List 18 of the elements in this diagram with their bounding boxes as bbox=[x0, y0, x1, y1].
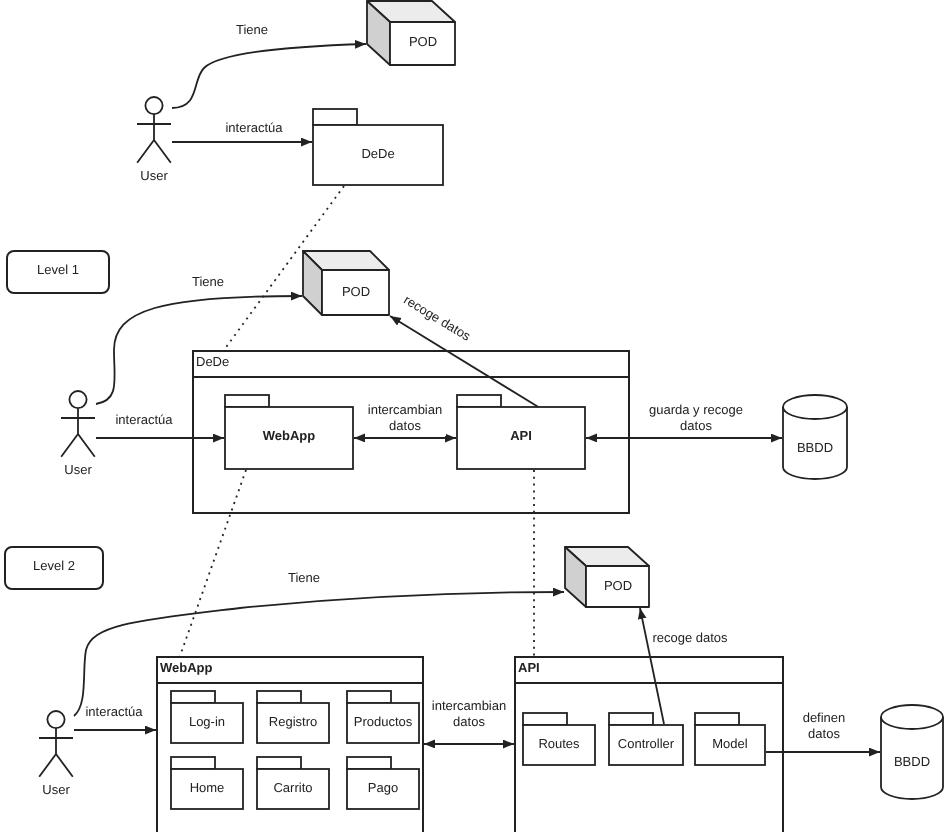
dotted-line bbox=[179, 469, 247, 657]
curved-arrow bbox=[73, 587, 565, 717]
dotted-line bbox=[223, 185, 345, 351]
arrow bbox=[637, 607, 665, 725]
curved-arrow bbox=[95, 291, 303, 405]
double-headed-arrow bbox=[585, 433, 783, 443]
double-headed-arrow bbox=[423, 739, 515, 749]
double-headed-arrow bbox=[353, 433, 457, 443]
arrow bbox=[389, 315, 541, 409]
container-frame bbox=[514, 656, 784, 832]
container-frame bbox=[192, 350, 630, 514]
container-frame bbox=[156, 656, 424, 832]
arrow bbox=[171, 137, 313, 147]
arrow bbox=[95, 433, 225, 443]
arrow bbox=[765, 747, 881, 757]
dotted-line bbox=[533, 469, 535, 657]
curved-arrow bbox=[171, 40, 367, 109]
arrow bbox=[73, 725, 157, 735]
